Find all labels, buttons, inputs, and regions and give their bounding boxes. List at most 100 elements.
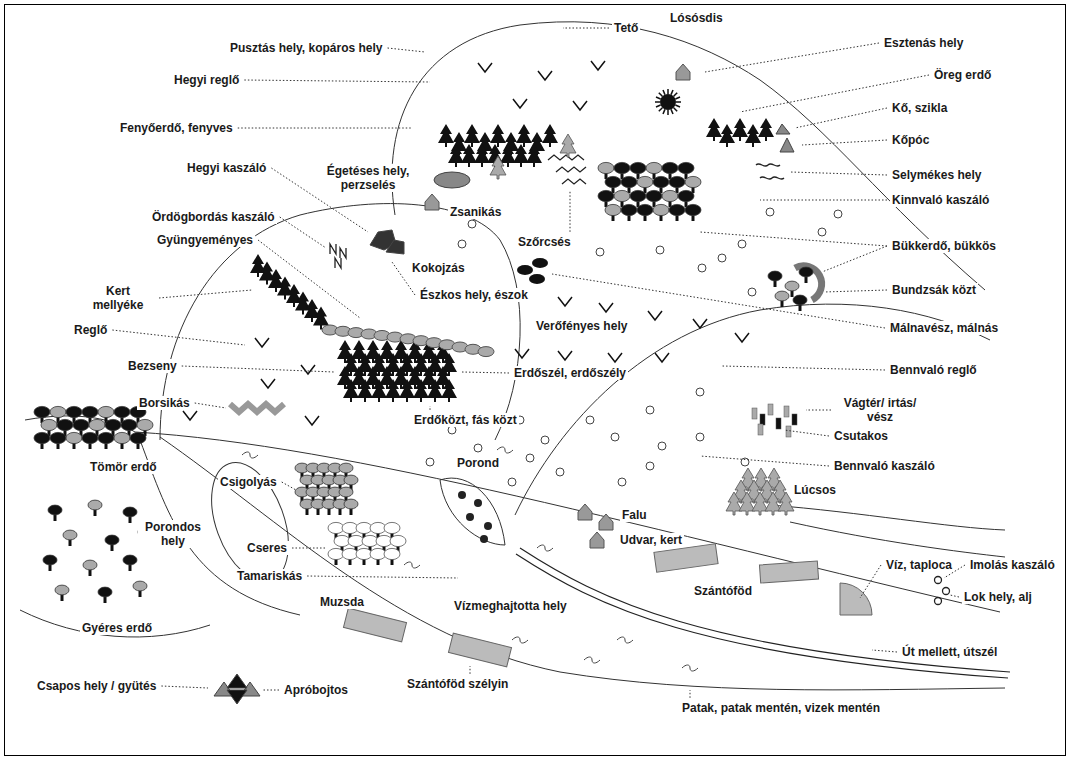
conifer-tree — [560, 134, 576, 157]
raspberry-symbol — [532, 258, 548, 268]
conifer-tree — [474, 144, 490, 167]
map-label: Bennvaló kaszáló — [832, 459, 937, 473]
deciduous-tree — [669, 204, 685, 215]
conifer-tree — [413, 379, 429, 402]
deciduous-tree — [88, 500, 102, 510]
map-label: Csutakos — [832, 429, 890, 443]
deciduous-tree — [605, 204, 621, 215]
sun-symbol — [660, 94, 676, 110]
generated-symbols — [34, 61, 842, 671]
grass-symbol — [478, 63, 492, 72]
conifer-tree — [513, 144, 529, 167]
map-label: Bezseny — [126, 359, 179, 373]
sun-ray — [659, 93, 663, 97]
leader-line — [806, 410, 831, 411]
map-label: Cseres — [245, 541, 289, 555]
map-label: Porond — [455, 456, 501, 470]
fields — [343, 544, 872, 667]
sun-ray — [663, 109, 665, 114]
deciduous-tree — [621, 204, 637, 215]
house-symbol — [599, 514, 613, 530]
deciduous-tree — [63, 530, 77, 540]
deciduous-tree — [55, 585, 69, 595]
deciduous-tree — [133, 581, 147, 591]
deciduous-tree — [678, 190, 694, 201]
stump-symbol — [786, 426, 791, 437]
map-label: Reglő — [72, 323, 109, 337]
conifer-tree — [438, 124, 454, 147]
landmarks — [214, 124, 822, 704]
conifer-tree — [343, 379, 359, 402]
leader-line — [795, 108, 887, 128]
deciduous-tree — [50, 432, 66, 443]
meadow-symbol — [596, 248, 604, 256]
leader-line — [280, 217, 326, 248]
meadow-symbol — [556, 468, 564, 476]
deciduous-tree — [799, 267, 813, 277]
deciduous-tree — [614, 162, 630, 173]
stump-symbol — [792, 414, 797, 425]
grass-symbol — [301, 365, 315, 374]
leader-line — [307, 576, 458, 578]
deciduous-tree — [344, 499, 358, 509]
water-symbol — [537, 545, 553, 551]
sun-ray — [675, 105, 680, 107]
deciduous-tree — [630, 162, 646, 173]
map-label: Csapos hely / gyütés — [35, 679, 158, 693]
map-label: Selymékes hely — [890, 168, 983, 182]
meadow-symbol — [738, 240, 746, 248]
deciduous-tree — [83, 560, 97, 570]
leader-line — [238, 128, 412, 129]
map-label: Hegyi reglő — [172, 73, 241, 87]
sun-ray — [674, 93, 678, 97]
conifer-tree — [526, 144, 542, 167]
map-label: Vágtér/ irtás/ vész — [834, 396, 926, 425]
stump-symbol — [768, 404, 773, 415]
map-label: Kő, szikla — [890, 101, 949, 115]
grass-symbol — [573, 101, 587, 110]
map-label: Lúcsos — [792, 483, 838, 497]
conifer-tree — [739, 492, 755, 515]
map-label: Porondos hely — [138, 520, 208, 549]
map-label: Gyüngyeményes — [155, 233, 255, 247]
deciduous-tree — [123, 555, 137, 565]
map-label: Falu — [620, 508, 649, 522]
deciduous-tree — [614, 190, 630, 201]
grass-symbol — [648, 311, 662, 320]
map-label: Erdőközt, fás közt — [412, 413, 519, 427]
grass-symbol — [693, 319, 707, 328]
leader-line — [824, 290, 887, 292]
map-label: Tömör erdő — [88, 460, 159, 474]
deciduous-tree — [114, 406, 130, 417]
flower-chain — [478, 347, 494, 357]
house-symbol — [676, 64, 690, 80]
grass-symbol — [261, 379, 275, 388]
conifer-tree — [752, 492, 768, 515]
stump-symbol — [784, 406, 789, 417]
map-label: Tető — [612, 21, 640, 35]
raspberry-symbol — [517, 265, 533, 275]
leader-line — [430, 406, 431, 410]
road — [516, 548, 1010, 678]
meadow-symbol — [611, 433, 619, 441]
map-label: Víz, taploca — [884, 558, 954, 572]
sun-ray — [671, 90, 673, 95]
deciduous-tree — [82, 406, 98, 417]
map-label: Öreg erdő — [932, 68, 993, 82]
deciduous-tree — [121, 419, 137, 430]
map-label: Erdőszél, erdőszély — [512, 366, 628, 380]
conifer-tree — [758, 118, 774, 141]
meadow-symbol — [748, 288, 756, 296]
deciduous-tree — [630, 190, 646, 201]
map-label: Udvar, kert — [618, 533, 684, 547]
deciduous-tree — [662, 190, 678, 201]
deciduous-tree — [82, 432, 98, 443]
meadow-symbol — [718, 254, 726, 262]
conifer-tree — [726, 492, 742, 515]
water-symbol — [584, 657, 600, 663]
conifer-tree — [461, 144, 477, 167]
deciduous-tree — [98, 432, 114, 443]
leader-line — [705, 43, 879, 72]
deciduous-tree — [637, 204, 653, 215]
deciduous-tree — [114, 432, 130, 443]
